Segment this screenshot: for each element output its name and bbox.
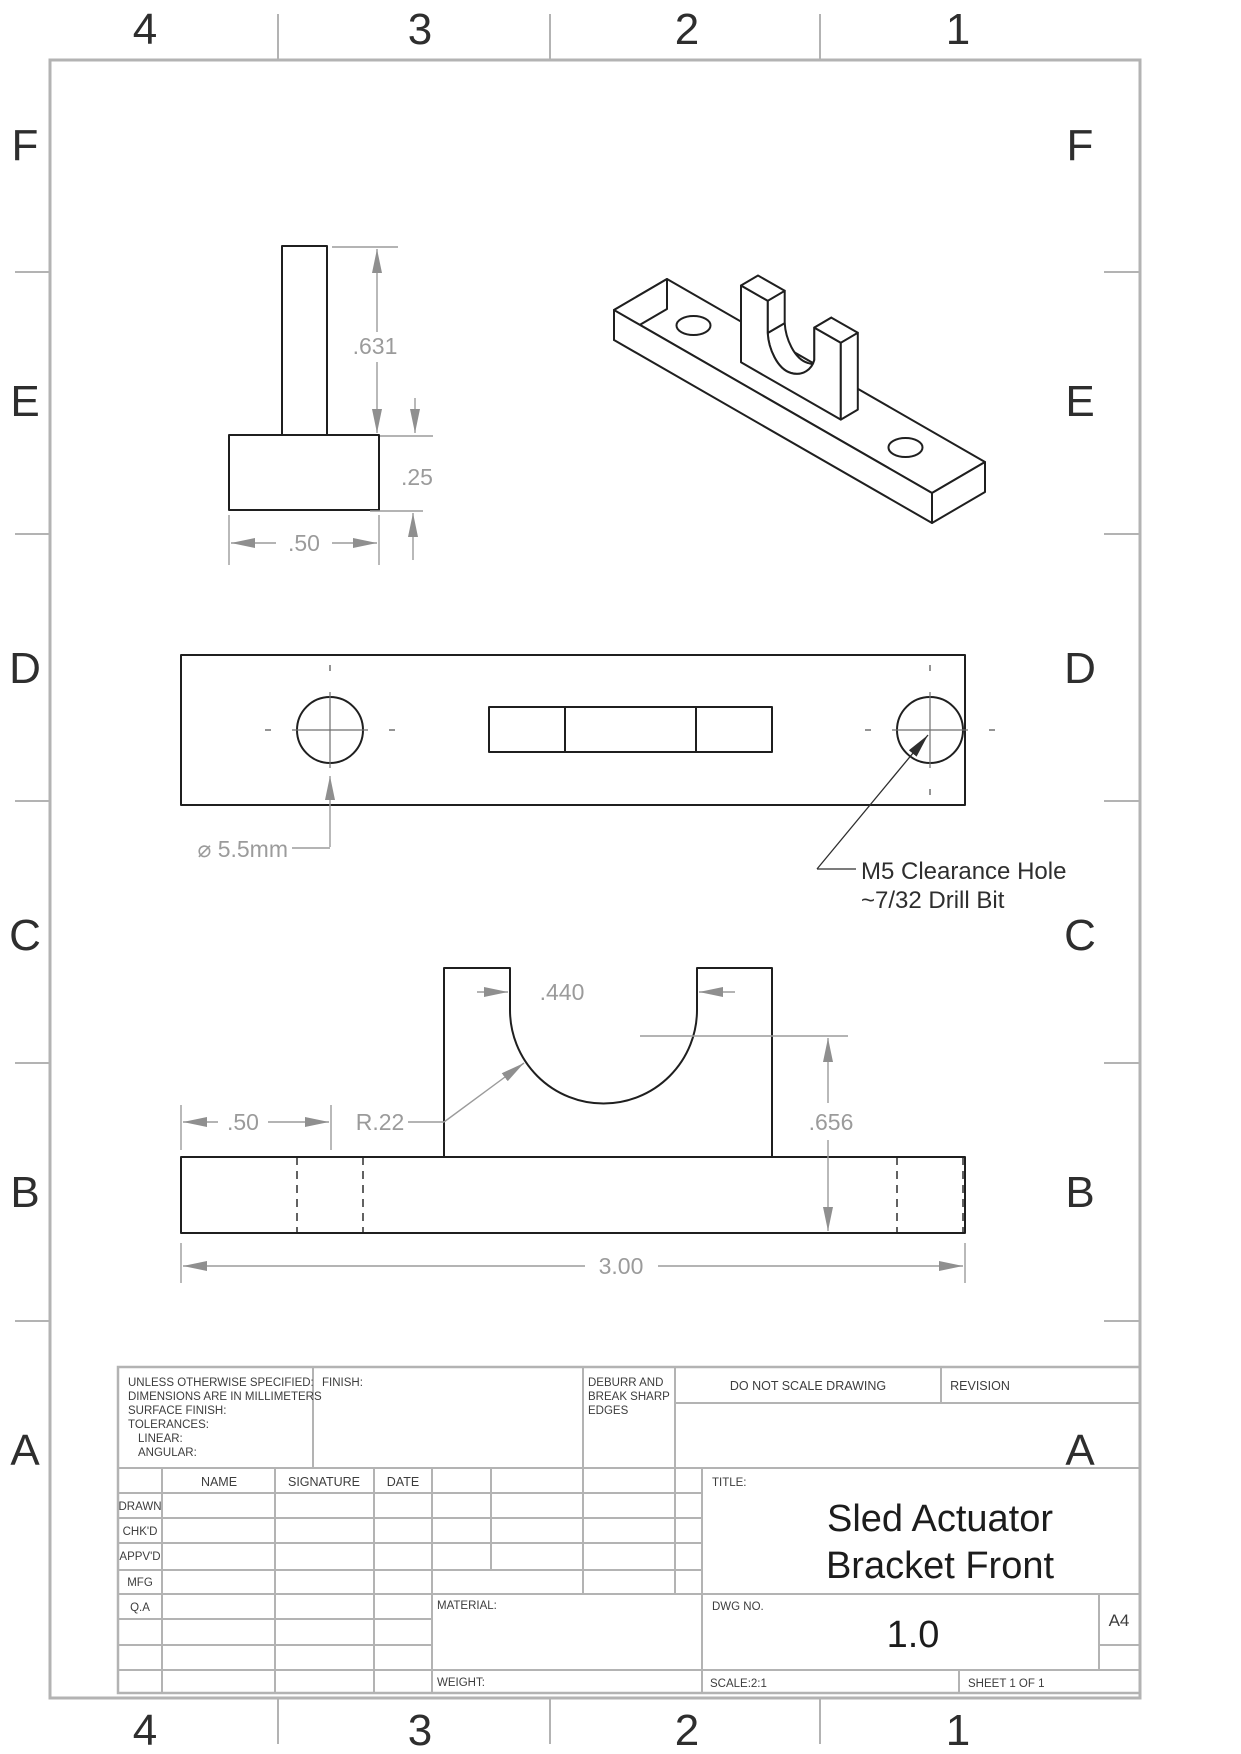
m5-note-line2: ~7/32 Drill Bit <box>861 887 1005 914</box>
row-mfg: MFG <box>127 1577 153 1589</box>
dim-radius: R.22 <box>356 1109 405 1135</box>
sheet-frame <box>15 14 1142 1744</box>
dim-hole-offset: .50 <box>227 1109 259 1135</box>
iso-hole-left <box>675 315 712 336</box>
zone-label: B <box>1065 1168 1094 1217</box>
row-drawn: DRAWN <box>118 1501 161 1513</box>
row-appvd: APPV'D <box>119 1551 160 1563</box>
zone-label: E <box>10 377 39 426</box>
zone-label: A <box>10 1426 40 1475</box>
spec-line6: ANGULAR: <box>138 1447 197 1459</box>
dim-opening: .440 <box>540 979 585 1005</box>
zone-label: F <box>12 121 39 170</box>
finish-label: FINISH: <box>322 1377 363 1389</box>
iso-hole-right <box>887 437 924 458</box>
deburr-line2: BREAK SHARP <box>588 1391 670 1403</box>
paper-size: A4 <box>1109 1611 1130 1630</box>
deburr-line3: EDGES <box>588 1405 629 1417</box>
zone-label: C <box>9 911 41 960</box>
zone-label: 2 <box>675 1706 699 1754</box>
zone-label: E <box>1065 377 1094 426</box>
m5-note-line1: M5 Clearance Hole <box>861 858 1066 885</box>
zone-label: 1 <box>946 5 970 54</box>
dwg-no-label: DWG NO. <box>712 1601 764 1613</box>
zone-label: C <box>1064 911 1096 960</box>
hole-diameter-label: ⌀ 5.5mm <box>197 836 288 862</box>
side-view: .631 .25 .50 <box>228 245 433 565</box>
dim-base-width: .50 <box>288 530 320 556</box>
spec-line1: UNLESS OTHERWISE SPECIFIED: <box>128 1377 314 1389</box>
revision-label: REVISION <box>950 1379 1010 1393</box>
title-block: UNLESS OTHERWISE SPECIFIED: DIMENSIONS A… <box>116 1365 1142 1695</box>
name-header: NAME <box>201 1475 237 1489</box>
scale-label: SCALE:2:1 <box>710 1678 767 1690</box>
material-label: MATERIAL: <box>437 1600 497 1612</box>
zone-label: 3 <box>408 5 432 54</box>
spec-line4: TOLERANCES: <box>128 1419 209 1431</box>
dim-center-height: .656 <box>809 1109 854 1135</box>
title-label: TITLE: <box>712 1477 747 1489</box>
spec-line2: DIMENSIONS ARE IN MILLIMETERS <box>128 1391 322 1403</box>
zone-label: D <box>9 644 41 693</box>
dim-base-thickness: .25 <box>401 464 433 490</box>
deburr-line1: DEBURR AND <box>588 1377 663 1389</box>
zone-label: 4 <box>133 5 157 54</box>
sheet-label: SHEET 1 OF 1 <box>968 1678 1044 1690</box>
part-title-line2: Bracket Front <box>826 1545 1055 1587</box>
weight-label: WEIGHT: <box>437 1677 485 1689</box>
spec-line5: LINEAR: <box>138 1433 183 1445</box>
row-chkd: CHK'D <box>123 1526 158 1538</box>
part-title-line1: Sled Actuator <box>827 1498 1053 1540</box>
top-view: ⌀ 5.5mm M5 Clearance Hole ~7/32 Drill Bi… <box>180 654 1066 914</box>
zone-label: A <box>1065 1426 1095 1475</box>
zone-label: 3 <box>408 1706 432 1754</box>
front-view: .50 R.22 .440 .656 3.00 <box>180 967 966 1283</box>
row-qa: Q.A <box>130 1602 150 1614</box>
zone-label: 2 <box>675 5 699 54</box>
do-not-scale-label: DO NOT SCALE DRAWING <box>730 1379 886 1393</box>
signature-header: SIGNATURE <box>288 1475 360 1489</box>
zone-label: F <box>1067 121 1094 170</box>
isometric-view <box>613 274 986 524</box>
zone-label: 1 <box>946 1706 970 1754</box>
zone-label: B <box>10 1168 39 1217</box>
date-header: DATE <box>387 1475 419 1489</box>
zone-labels: 4 3 2 1 4 3 2 1 F E D C B A F E D C B A <box>9 5 1096 1754</box>
dim-length: 3.00 <box>599 1253 644 1279</box>
spec-line3: SURFACE FINISH: <box>128 1405 226 1417</box>
zone-label: 4 <box>133 1706 157 1754</box>
dim-stem-height: .631 <box>353 333 398 359</box>
dwg-no-value: 1.0 <box>887 1614 940 1656</box>
zone-label: D <box>1064 644 1096 693</box>
